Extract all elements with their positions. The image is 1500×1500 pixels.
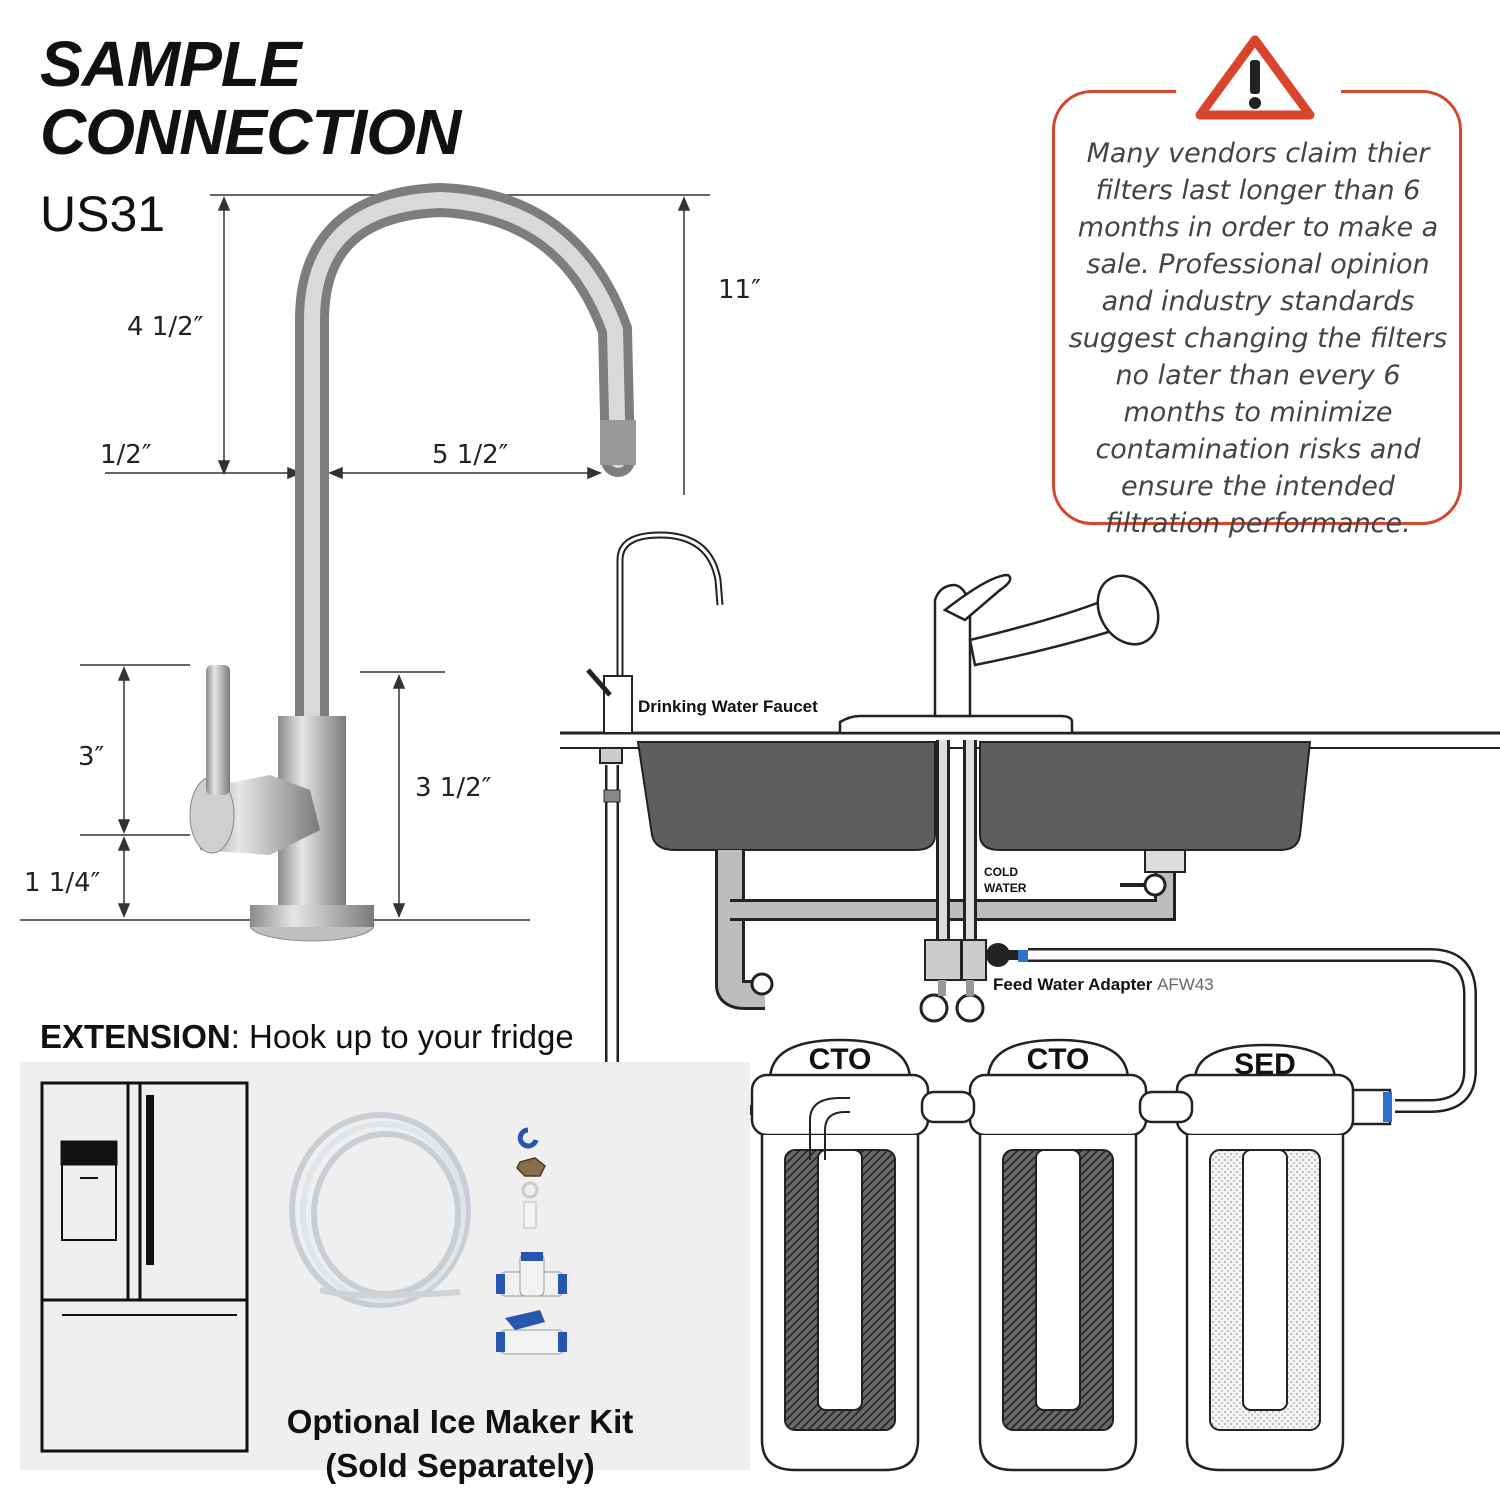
feed-adapter-model: AFW43: [1157, 975, 1214, 994]
dim-label-5-1-2: 5 1/2″: [432, 440, 509, 470]
ice-maker-kit-caption: Optional Ice Maker Kit (Sold Separately): [250, 1400, 670, 1488]
extension-label-bold: EXTENSION: [40, 1018, 231, 1055]
extension-label-rest: : Hook up to your fridge: [230, 1018, 574, 1055]
filter-label-3: SED: [1234, 1048, 1296, 1081]
title-line-1: SAMPLE: [40, 28, 302, 100]
dim-label-4-1-2: 4 1/2″: [127, 312, 204, 342]
filter-housing-3: [1175, 1043, 1355, 1472]
warning-text: Many vendors claim thier filters last lo…: [1068, 138, 1448, 539]
tubing-coil-icon: [289, 1112, 471, 1308]
kit-caption-line-2: (Sold Separately): [325, 1447, 595, 1484]
dim-label-3-1-2: 3 1/2″: [415, 773, 492, 803]
cold-water-line-1: COLD: [984, 865, 1018, 879]
feed-adapter-label: Feed Water Adapter AFW43: [993, 975, 1214, 995]
faucet-us31: [189, 182, 636, 942]
extension-heading: EXTENSION: Hook up to your fridge: [40, 1018, 574, 1056]
dim-label-3: 3″: [78, 742, 105, 772]
filter-housing-1: [750, 1038, 930, 1472]
cold-water-line-2: WATER: [984, 881, 1027, 895]
dim-label-11: 11″: [718, 275, 761, 305]
filter-housing-2: [968, 1038, 1148, 1472]
filter-label-2: CTO: [1026, 1043, 1090, 1076]
kit-fittings-icon: [496, 1127, 567, 1355]
cold-water-label: COLD WATER: [984, 864, 1026, 896]
housing-connectors: [920, 1090, 1194, 1124]
title-line-2: CONNECTION: [40, 96, 461, 168]
drinking-faucet-label: Drinking Water Faucet: [638, 697, 818, 716]
filter-label-1: CTO: [808, 1043, 872, 1076]
dim-label-1-1-4: 1 1/4″: [24, 868, 101, 898]
model-number: US31: [40, 186, 166, 242]
page-title: SAMPLE CONNECTION: [40, 28, 461, 168]
dimension-lines: [20, 194, 710, 921]
feed-adapter-name: Feed Water Adapter: [993, 975, 1153, 994]
kit-caption-line-1: Optional Ice Maker Kit: [286, 1403, 634, 1440]
ice-maker-kit-panel: [20, 1062, 750, 1470]
dim-label-1-2: 1/2″: [100, 440, 152, 470]
refrigerator-icon: [40, 1081, 249, 1453]
